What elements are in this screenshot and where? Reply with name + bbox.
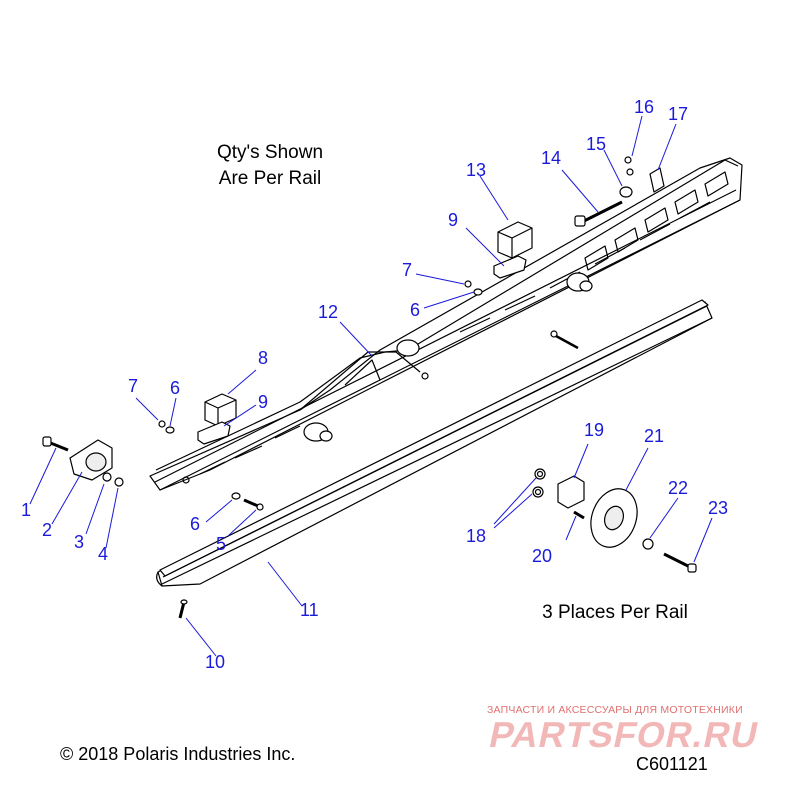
places-note: 3 Places Per Rail bbox=[542, 602, 688, 623]
callout-1: 1 bbox=[21, 500, 31, 520]
nut-7-front bbox=[158, 420, 166, 428]
callout-6-rear: 6 bbox=[410, 300, 420, 320]
callout-13: 13 bbox=[466, 160, 486, 180]
callout-18: 18 bbox=[466, 526, 486, 546]
callout-5: 5 bbox=[216, 534, 226, 554]
callout-14: 14 bbox=[541, 148, 561, 168]
nut-7-rear bbox=[464, 280, 472, 288]
idler-assembly bbox=[532, 468, 697, 573]
washer-3 bbox=[102, 472, 112, 482]
watermark-tagline: ЗАПЧАСТИ И АКСЕССУАРЫ ДЛЯ МОТОТЕХНИКИ bbox=[487, 704, 743, 716]
rear-block-13 bbox=[497, 221, 533, 259]
front-bumper bbox=[69, 439, 113, 481]
callout-15: 15 bbox=[586, 134, 606, 154]
washer-6-front bbox=[165, 426, 175, 434]
callout-7-front: 7 bbox=[128, 376, 138, 396]
watermark-logo: PARTSFOR.RU bbox=[485, 714, 763, 755]
callout-9-front: 9 bbox=[258, 392, 268, 412]
callout-11: 11 bbox=[300, 600, 319, 620]
callout-6-lower: 6 bbox=[190, 514, 200, 534]
washer-6-rear bbox=[473, 288, 483, 296]
parts bbox=[42, 156, 743, 619]
spacer-16a bbox=[624, 156, 632, 164]
callout-2: 2 bbox=[42, 520, 52, 540]
callout-21: 21 bbox=[644, 426, 664, 446]
callout-9-rear: 9 bbox=[448, 210, 458, 230]
rail-pin bbox=[550, 330, 579, 350]
callout-12: 12 bbox=[318, 302, 338, 322]
bolt-14 bbox=[574, 200, 623, 227]
callout-8: 8 bbox=[258, 348, 268, 368]
front-bolt bbox=[42, 436, 69, 452]
qty-note: Qty's Shown Are Per Rail bbox=[198, 140, 342, 192]
qty-note-line1: Qty's Shown bbox=[216, 142, 324, 163]
nut-4 bbox=[114, 477, 124, 487]
diagram-code: C601121 bbox=[636, 754, 708, 774]
front-slide-9 bbox=[197, 421, 231, 445]
callout-23: 23 bbox=[708, 498, 728, 518]
rear-slide-9 bbox=[493, 255, 527, 279]
callout-19: 19 bbox=[584, 420, 604, 440]
callout-10: 10 bbox=[205, 652, 225, 672]
spacer-16b bbox=[626, 168, 634, 176]
callout-17: 17 bbox=[668, 104, 688, 124]
callout-3: 3 bbox=[74, 532, 84, 552]
qty-note-line2: Are Per Rail bbox=[218, 168, 322, 189]
slide-rail bbox=[156, 299, 713, 587]
callout-22: 22 bbox=[668, 478, 688, 498]
callout-7-rear: 7 bbox=[402, 260, 412, 280]
spacer-15 bbox=[619, 186, 633, 198]
callout-6-front: 6 bbox=[170, 378, 180, 398]
leader-lines bbox=[29, 115, 713, 657]
plate-17 bbox=[649, 167, 665, 193]
bolt-5 bbox=[243, 498, 264, 511]
suspension-rail bbox=[149, 157, 743, 491]
fastener-10 bbox=[178, 599, 188, 619]
washer-6-lower bbox=[231, 492, 241, 500]
callout-20: 20 bbox=[532, 546, 552, 566]
callout-16: 16 bbox=[634, 97, 654, 117]
callouts: 1 2 3 4 7 6 8 9 6 5 12 11 10 7 6 9 13 14… bbox=[21, 97, 728, 672]
callout-4: 4 bbox=[98, 544, 108, 564]
copyright: © 2018 Polaris Industries Inc. bbox=[60, 744, 296, 764]
